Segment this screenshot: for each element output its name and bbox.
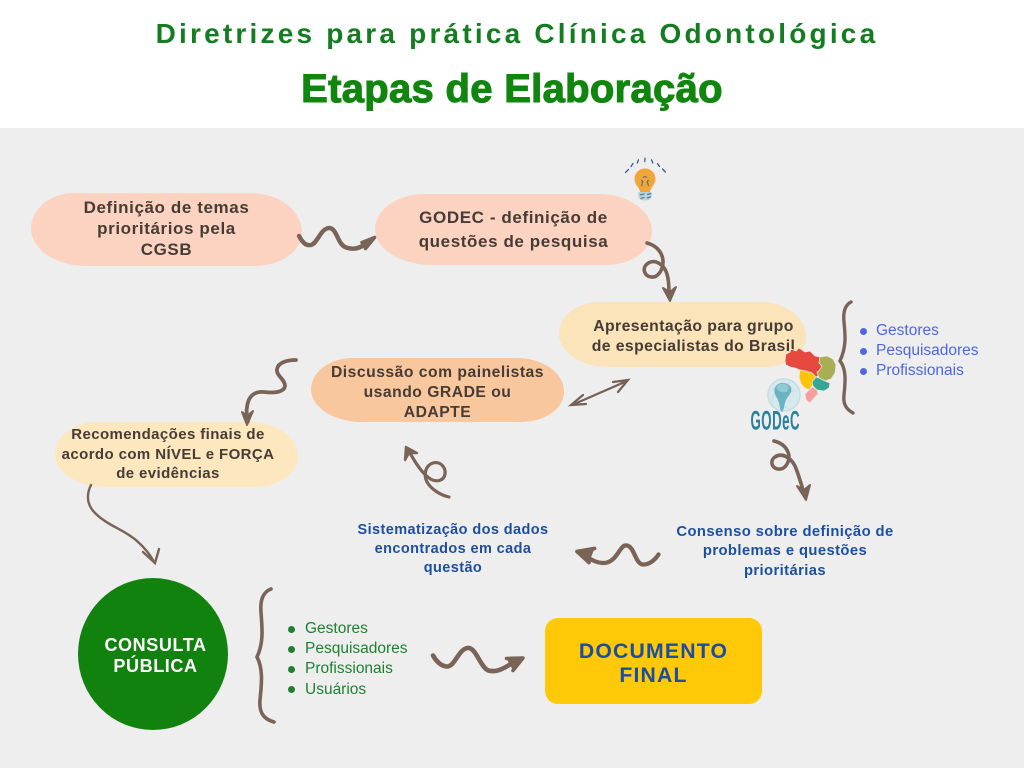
svg-text:GODeC: GODeC <box>751 407 801 436</box>
